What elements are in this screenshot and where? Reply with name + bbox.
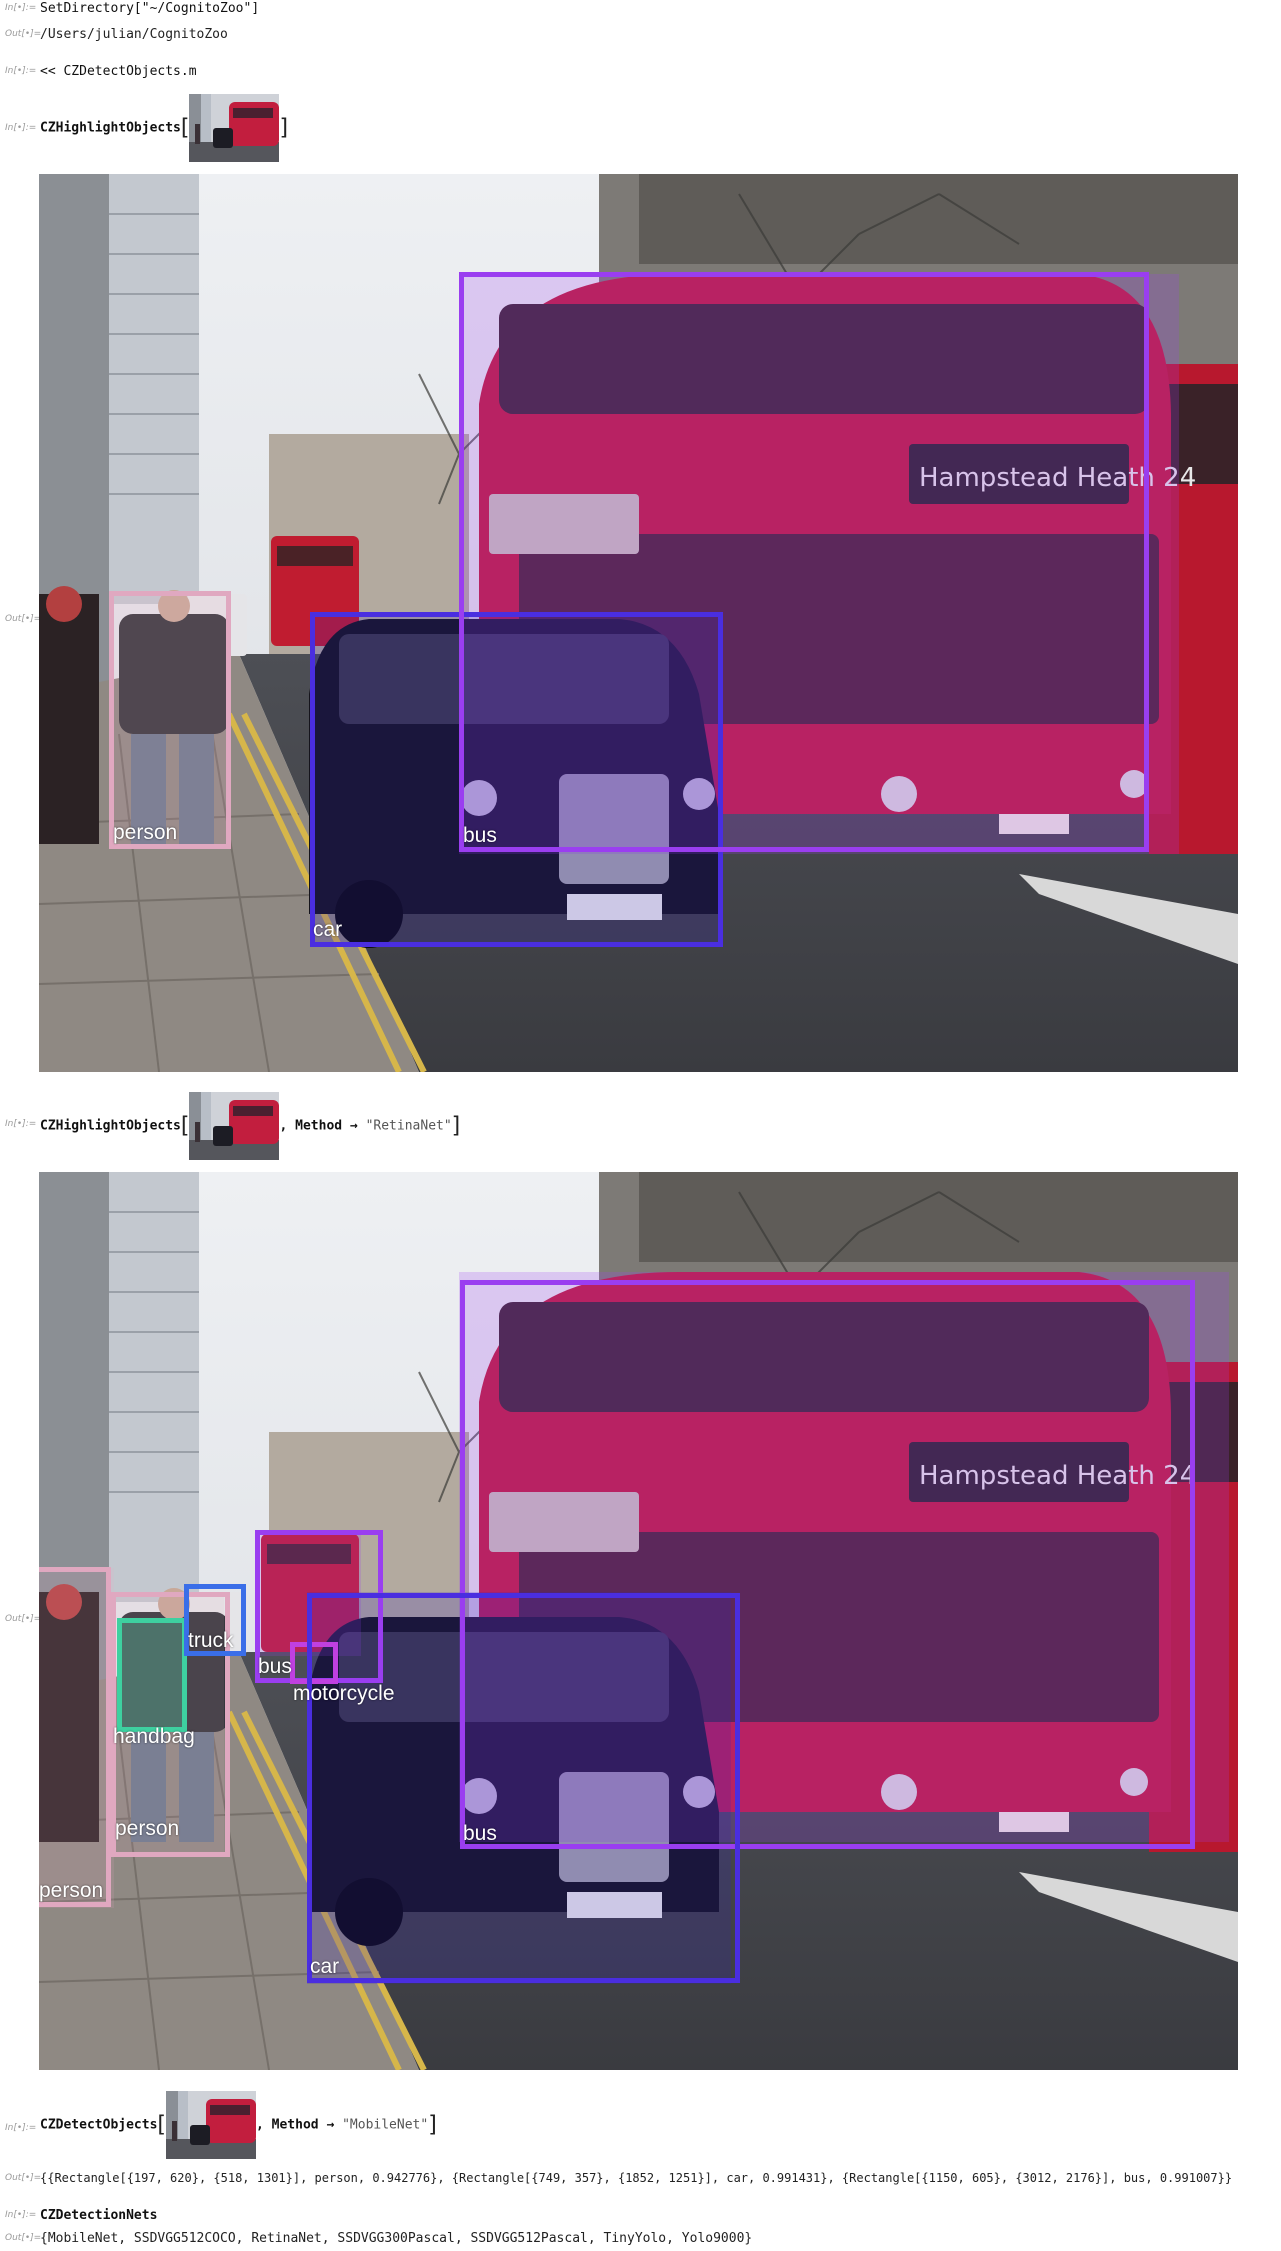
- close-bracket: ]: [279, 115, 289, 141]
- svg-text:Hampstead Heath 24: Hampstead Heath 24: [919, 463, 1196, 493]
- input-label: In[•]:=: [5, 1119, 37, 1129]
- box-car: [310, 612, 723, 947]
- box-truck: [184, 1584, 246, 1656]
- input-label: In[•]:=: [5, 66, 37, 76]
- label-bus: bus: [463, 824, 497, 847]
- option-text: , Method →: [256, 2117, 343, 2133]
- label-car: car: [313, 918, 343, 941]
- output-label: Out[•]=: [5, 1614, 42, 1624]
- input-label: In[•]:=: [5, 3, 37, 13]
- input-code[interactable]: << CZDetectObjects.m: [40, 64, 197, 79]
- box-motorcycle: [290, 1642, 338, 1684]
- svg-text:Hampstead Heath 24: Hampstead Heath 24: [919, 1461, 1196, 1491]
- open-bracket: [: [180, 115, 190, 141]
- street-scene-1: Hampstead Heath 24: [39, 174, 1238, 1072]
- detection-image-1: Hampstead Heath 24 person car bus: [39, 174, 1238, 1072]
- input-code[interactable]: CZHighlightObjects[ , Method → "RetinaNet…: [40, 1092, 460, 1160]
- label-person-center: person: [115, 1817, 180, 1840]
- label-motorcycle: motorcycle: [293, 1682, 395, 1705]
- input-code[interactable]: SetDirectory["~/CognitoZoo"]: [40, 1, 260, 16]
- box-person: [109, 591, 231, 849]
- detection-image-2: Hampstead Heath 24 person person handbag…: [39, 1172, 1238, 2070]
- open-bracket: [: [180, 1113, 190, 1139]
- label-person-left: person: [39, 1879, 104, 1902]
- option-text: , Method →: [279, 1118, 366, 1134]
- label-bus-small: bus: [258, 1655, 292, 1678]
- option-value: "RetinaNet": [365, 1118, 452, 1134]
- cell-highlight-retinanet: In[•]:= CZHighlightObjects[ , Method → "R…: [0, 1092, 1281, 1162]
- close-bracket: ]: [428, 2112, 437, 2138]
- function-name: CZDetectObjects: [40, 2117, 158, 2133]
- thumbnail-image[interactable]: [189, 1092, 280, 1160]
- label-truck: truck: [188, 1629, 234, 1652]
- label-car: car: [310, 1955, 340, 1978]
- street-scene-2: Hampstead Heath 24: [39, 1172, 1238, 2070]
- open-bracket: [: [157, 2112, 166, 2138]
- input-label: In[•]:=: [5, 123, 37, 133]
- label-handbag: handbag: [113, 1725, 195, 1748]
- output-text: /Users/julian/CognitoZoo: [40, 27, 228, 42]
- output-text: {{Rectangle[{197, 620}, {518, 1301}], pe…: [40, 2171, 1233, 2185]
- output-label: Out[•]=: [5, 614, 42, 624]
- input-code[interactable]: CZHighlightObjects[]: [40, 94, 288, 162]
- input-code[interactable]: CZDetectionNets: [40, 2208, 158, 2223]
- output-label: Out[•]=: [5, 29, 42, 39]
- input-label: In[•]:=: [5, 2123, 37, 2133]
- box-handbag: [117, 1618, 187, 1732]
- cell-highlight-default: In[•]:= CZHighlightObjects[]: [0, 94, 1281, 164]
- box-person-center: [111, 1592, 230, 1857]
- label-person: person: [113, 821, 178, 844]
- input-code[interactable]: CZDetectObjects[ , Method → "MobileNet"]: [40, 2091, 437, 2159]
- close-bracket: ]: [451, 1113, 461, 1139]
- option-value: "MobileNet": [342, 2117, 429, 2133]
- box-bus: [459, 272, 1149, 852]
- label-bus: bus: [463, 1822, 497, 1845]
- box-person-left: [39, 1567, 111, 1907]
- output-label: Out[•]=: [5, 2233, 42, 2243]
- function-name: CZHighlightObjects: [40, 120, 181, 136]
- input-label: In[•]:=: [5, 2210, 37, 2220]
- thumbnail-image[interactable]: [189, 94, 280, 162]
- output-label: Out[•]=: [5, 2173, 42, 2183]
- cell-detect-mobilenet: In[•]:= CZDetectObjects[ , Method → "Mobi…: [0, 2091, 1281, 2161]
- box-car: [307, 1593, 740, 1983]
- box-bus: [460, 1280, 1195, 1849]
- output-text: {MobileNet, SSDVGG512COCO, RetinaNet, SS…: [40, 2231, 753, 2246]
- thumbnail-image[interactable]: [166, 2091, 256, 2159]
- function-name: CZHighlightObjects: [40, 1118, 181, 1134]
